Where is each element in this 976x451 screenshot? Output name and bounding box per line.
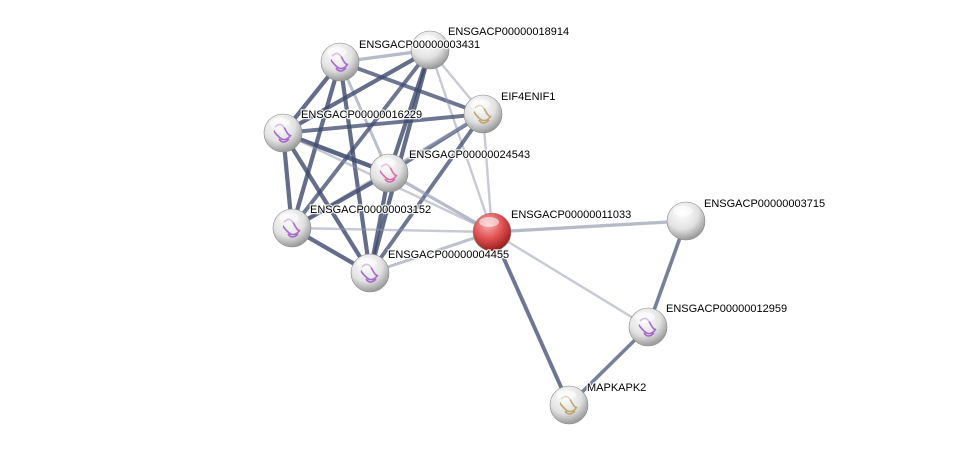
node-ENSGACP00000012959[interactable]: [628, 307, 668, 347]
node-label: ENSGACP00000003431: [359, 39, 480, 51]
node-highlight: [673, 206, 693, 216]
edge-ENSGACP00000018914-ENSGACP00000003152[interactable]: [290, 48, 432, 230]
node-highlight: [357, 258, 377, 268]
node-label: ENSGACP00000016229: [301, 109, 422, 121]
node-ENSGACP00000003715[interactable]: [666, 201, 706, 241]
edge-ENSGACP00000003152-ENSGACP00000011033[interactable]: [291, 226, 493, 234]
node-label: ENSGACP00000018914: [448, 26, 569, 38]
node-ENSGACP00000011033[interactable]: [472, 212, 512, 252]
edge-EIF4ENIF1-ENSGACP00000016229[interactable]: [282, 112, 484, 135]
edge-ENSGACP00000016229-ENSGACP00000004455[interactable]: [281, 131, 372, 275]
node-ENSGACP00000016229[interactable]: [263, 113, 303, 153]
node-highlight: [635, 312, 655, 322]
node-EIF4ENIF1[interactable]: [463, 94, 503, 134]
node-highlight: [327, 47, 347, 57]
node-highlight: [376, 158, 396, 168]
edge-ENSGACP00000004455-ENSGACP00000011033[interactable]: [369, 230, 493, 275]
node-ENSGACP00000024543[interactable]: [369, 153, 409, 193]
labels-layer: ENSGACP00000003431ENSGACP00000018914EIF4…: [300, 25, 827, 396]
node-label: EIF4ENIF1: [501, 91, 555, 103]
node-label: MAPKAPK2: [587, 382, 646, 394]
node-highlight: [470, 99, 490, 109]
edge-ENSGACP00000011033-ENSGACP00000012959[interactable]: [491, 230, 649, 329]
edge-ENSGACP00000003431-ENSGACP00000024543[interactable]: [338, 61, 391, 174]
node-label: ENSGACP00000011033: [511, 209, 631, 221]
node-highlight: [417, 35, 437, 45]
node-label: ENSGACP00000012959: [666, 303, 787, 315]
node-MAPKAPK2[interactable]: [549, 385, 589, 425]
node-highlight: [479, 217, 499, 227]
node-highlight: [270, 118, 290, 128]
edge-ENSGACP00000018914-ENSGACP00000011033[interactable]: [428, 49, 494, 233]
node-label: ENSGACP00000024543: [409, 149, 530, 161]
node-label: ENSGACP00000003152: [310, 204, 431, 216]
node-ENSGACP00000018914[interactable]: [410, 30, 450, 70]
nodes-layer: [263, 30, 706, 425]
node-label: ENSGACP00000003715: [704, 198, 825, 210]
node-ENSGACP00000003152[interactable]: [272, 208, 312, 248]
node-ENSGACP00000004455[interactable]: [350, 253, 390, 293]
edge-ENSGACP00000018914-ENSGACP00000016229[interactable]: [281, 48, 432, 135]
node-highlight: [556, 390, 576, 400]
edge-ENSGACP00000024543-ENSGACP00000011033[interactable]: [388, 171, 493, 234]
edge-ENSGACP00000003431-EIF4ENIF1[interactable]: [339, 60, 484, 116]
node-label: ENSGACP00000004455: [388, 249, 509, 261]
node-highlight: [279, 213, 299, 223]
edge-ENSGACP00000011033-ENSGACP00000003715[interactable]: [491, 219, 687, 234]
edge-EIF4ENIF1-ENSGACP00000011033[interactable]: [481, 113, 494, 233]
node-ENSGACP00000003431[interactable]: [320, 42, 360, 82]
edge-ENSGACP00000011033-MAPKAPK2[interactable]: [490, 231, 571, 406]
